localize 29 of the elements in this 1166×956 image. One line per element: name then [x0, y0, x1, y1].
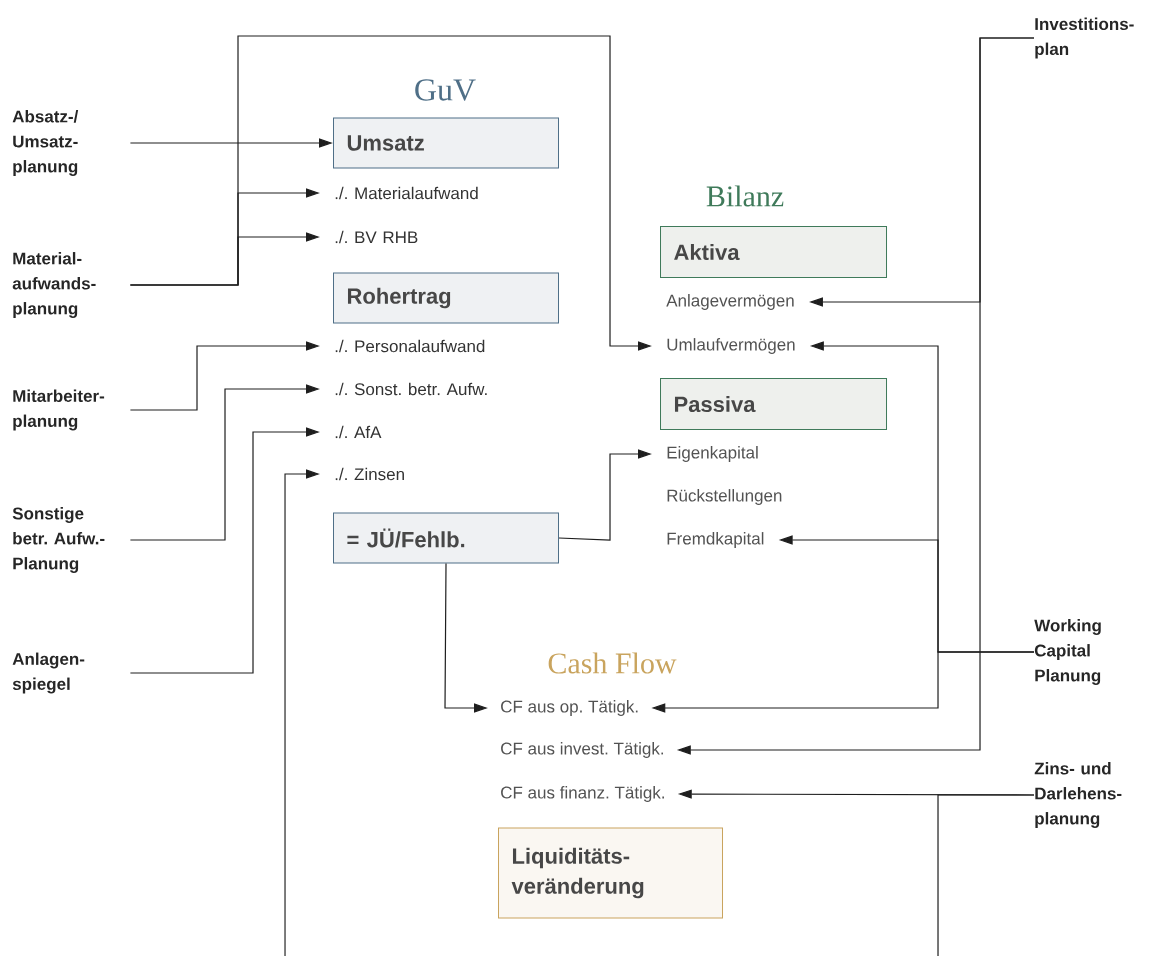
planning-label: Anlagen- spiegel — [12, 652, 85, 694]
planning-label: Absatz-/ Umsatz- planung — [12, 110, 79, 176]
line-item: Umlaufvermögen — [667, 338, 795, 354]
line-item: ./. Sonst. betr. Aufw. — [335, 382, 487, 396]
line-item: Fremdkapital — [667, 532, 764, 548]
line-item: Eigenkapital — [667, 446, 758, 462]
line-item: ./. Zinsen — [335, 467, 404, 481]
line-item: Rückstellungen — [667, 489, 782, 505]
planning-label: Working Capital Planung — [1034, 619, 1101, 685]
line-item: CF aus op. Tätigk. — [501, 700, 638, 716]
line-item: CF aus finanz. Tätigk. — [501, 786, 664, 802]
planning-label: Material- aufwands- planung — [12, 252, 96, 318]
planning-label: Investitions- plan — [1035, 17, 1134, 59]
heading-box: Liquiditäts- veränderung — [498, 827, 723, 919]
line-item: CF aus invest. Tätigk. — [501, 742, 663, 758]
heading-box: Aktiva — [660, 226, 887, 278]
line-item: ./. AfA — [335, 425, 382, 439]
line-item: ./. Personalaufwand — [335, 339, 485, 353]
heading-box: Rohertrag — [333, 272, 559, 324]
line-item: ./. Materialaufwand — [335, 186, 478, 200]
planning-label: Mitarbeiter- planung — [13, 389, 105, 431]
heading-box: Passiva — [660, 378, 887, 430]
heading-box: Umsatz — [333, 117, 559, 169]
line-item: Anlagevermögen — [666, 294, 794, 310]
section-title: Cash Flow — [548, 652, 677, 674]
line-item: ./. BV RHB — [335, 230, 418, 244]
planning-label: Sonstige betr. Aufw.- Planung — [12, 507, 105, 573]
heading-box: = JÜ/Fehlb. — [333, 512, 559, 564]
planning-label: Zins- und Darlehens- planung — [1034, 762, 1122, 828]
